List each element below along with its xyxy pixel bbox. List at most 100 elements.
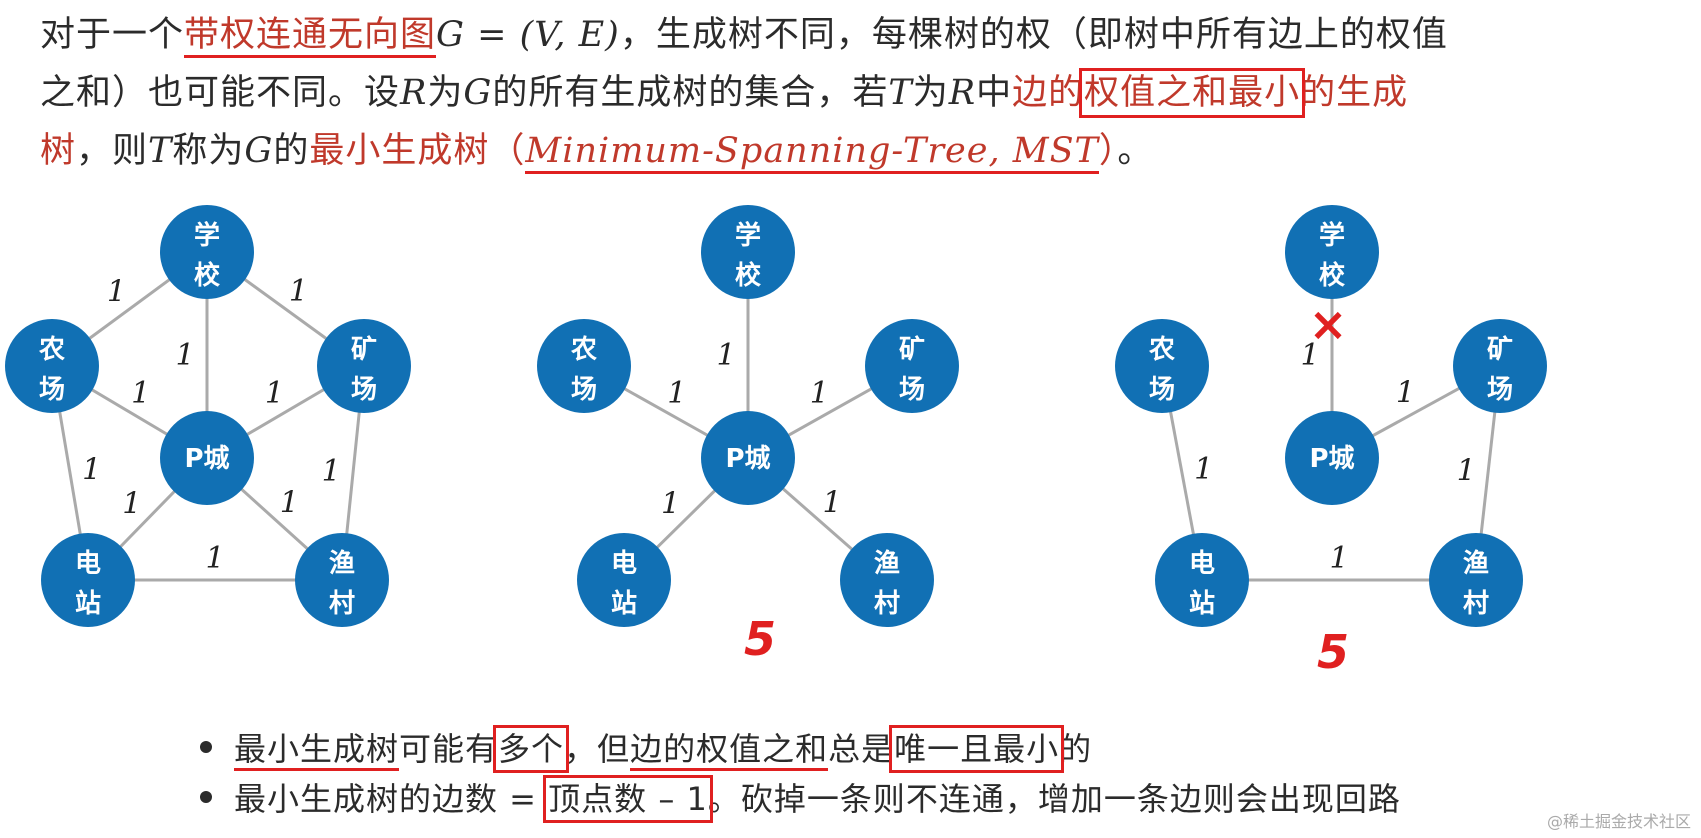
node-circle: [5, 319, 99, 413]
node-label: 电: [611, 549, 637, 579]
edge-weight-label: 1: [289, 274, 308, 309]
red-text: 边的: [1012, 73, 1085, 113]
var-g: G: [244, 131, 274, 171]
node-circle: [1155, 533, 1249, 627]
node-power: 电站: [41, 533, 135, 627]
node-circle: [317, 319, 411, 413]
node-school: 学校: [701, 205, 795, 299]
text: 最小生成树的边数 =: [234, 780, 549, 818]
node-circle: [701, 205, 795, 299]
graph-notation: G = (V, E): [436, 15, 620, 55]
text: 的: [273, 131, 310, 171]
node-label: 矿: [1487, 334, 1513, 365]
node-label: 校: [194, 260, 221, 291]
edge-weight-label: 1: [122, 487, 141, 522]
node-label: 渔: [874, 549, 900, 579]
node-label: P城: [184, 444, 229, 474]
node-label: 场: [899, 375, 925, 405]
edge-weight-label: 1: [131, 376, 150, 411]
node-mine: 矿场: [865, 319, 959, 413]
edge-weight-label: 1: [265, 376, 284, 411]
bullet-1: 最小生成树可能有多个，但边的权值之和总是唯一且最小的: [200, 724, 1401, 774]
text: 可能有: [399, 730, 499, 768]
node-label: 农: [1148, 335, 1175, 365]
term-weighted-graph: 带权连通无向图: [184, 15, 437, 58]
text: 称为: [172, 131, 245, 171]
node-city: P城: [701, 411, 795, 505]
text: 的所有生成树的集合，若: [492, 73, 889, 113]
edge-weight-label: 1: [280, 486, 299, 521]
edge-weight-label: 1: [822, 485, 841, 520]
watermark: @稀土掘金技术社区: [1546, 812, 1691, 831]
highlight-min-weight: 权值之和最小: [1079, 68, 1306, 118]
edge-weight-label: 1: [667, 376, 686, 411]
text: ，但: [564, 730, 631, 768]
node-mine: 矿场: [1453, 319, 1547, 413]
var-t: T: [888, 73, 913, 113]
text: 的: [1059, 730, 1093, 768]
node-circle: [1429, 533, 1523, 627]
highlight-vertices-minus-one: 顶点数 – 1: [543, 775, 713, 823]
handwritten-cross-annotation: ×: [1309, 297, 1348, 351]
text: 最小生成树: [234, 730, 400, 771]
node-circle: [160, 205, 254, 299]
highlight-unique-min: 唯一且最小: [889, 725, 1065, 773]
node-label: P城: [725, 444, 770, 474]
bullet-list: 最小生成树可能有多个，但边的权值之和总是唯一且最小的 最小生成树的边数 = 顶点…: [200, 724, 1401, 824]
node-circle: [1453, 319, 1547, 413]
handwritten-sum-annotation: 5: [1317, 625, 1349, 679]
node-label: 农: [38, 335, 65, 365]
node-label: 电: [75, 549, 101, 579]
node-farm: 农场: [1115, 319, 1209, 413]
node-label: 渔: [329, 549, 355, 579]
node-label: 场: [571, 375, 597, 405]
node-farm: 农场: [537, 319, 631, 413]
node-label: 学: [1319, 220, 1345, 251]
node-fish: 渔村: [295, 533, 389, 627]
text: 为: [427, 73, 464, 113]
text: ，生成树不同，每棵树的权（即树中所有边上的权值: [619, 15, 1448, 55]
node-circle: [1285, 205, 1379, 299]
text: 中: [976, 73, 1013, 113]
node-label: 村: [1463, 589, 1489, 619]
node-circle: [537, 319, 631, 413]
edge-weight-label: 1: [810, 376, 829, 411]
node-circle: [41, 533, 135, 627]
node-fish: 渔村: [840, 533, 934, 627]
node-circle: [865, 319, 959, 413]
definition-paragraph: 对于一个带权连通无向图G = (V, E)，生成树不同，每棵树的权（即树中所有边…: [40, 6, 1680, 180]
bullet-dot: [200, 791, 212, 803]
text: 对于一个: [40, 15, 185, 55]
node-circle: [577, 533, 671, 627]
node-circle: [295, 533, 389, 627]
red-text: 树: [40, 131, 77, 171]
node-label: 场: [351, 375, 377, 405]
paragraph-line-3: 树，则T称为G的最小生成树（Minimum-Spanning-Tree, MST…: [40, 122, 1680, 180]
node-circle: [1115, 319, 1209, 413]
node-label: 场: [1487, 375, 1513, 405]
node-circle: [840, 533, 934, 627]
node-label: 学: [735, 220, 761, 251]
red-text: 的生成: [1300, 73, 1409, 113]
edge-weight-label: 1: [1457, 454, 1476, 489]
text: ，则: [76, 131, 149, 171]
node-label: 渔: [1463, 549, 1489, 579]
node-label: 学: [194, 220, 220, 251]
text: 之和）也可能不同。设: [40, 73, 401, 113]
node-label: 场: [1149, 375, 1175, 405]
edge-weight-label: 1: [1329, 541, 1348, 576]
text: 为: [912, 73, 949, 113]
node-circle: [1285, 411, 1379, 505]
node-circle: [160, 411, 254, 505]
edge-weight-label: 1: [661, 486, 680, 521]
edge-weight-label: 1: [716, 338, 735, 373]
term-mst: 最小生成树: [309, 131, 490, 171]
text: 。: [1117, 131, 1154, 171]
edge-weight-label: 1: [1194, 452, 1213, 487]
node-label: 场: [39, 375, 65, 405]
text: 总是: [828, 730, 895, 768]
node-label: 矿: [351, 334, 377, 365]
node-label: 农: [570, 335, 597, 365]
paren: ）: [1098, 131, 1118, 171]
